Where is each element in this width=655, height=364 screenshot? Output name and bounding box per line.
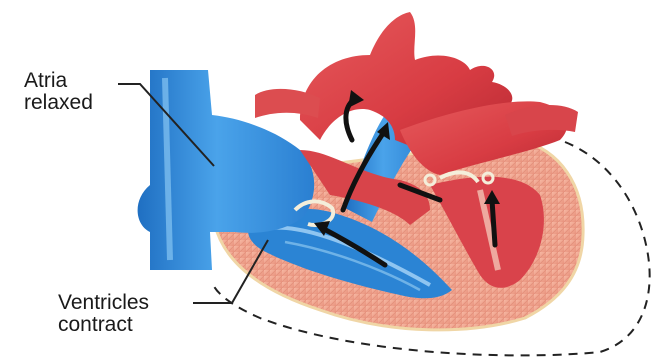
ventricles-label-line1: Ventricles — [58, 292, 149, 314]
atria-label-line1: Atria — [24, 70, 93, 92]
ventricles-label-line2: contract — [58, 314, 149, 336]
atria-relaxed-label: Atria relaxed — [24, 70, 93, 114]
ventricles-contract-label: Ventricles contract — [58, 292, 149, 336]
flow-arrow-left-ventricle — [492, 200, 495, 245]
atria-label-line2: relaxed — [24, 92, 93, 114]
